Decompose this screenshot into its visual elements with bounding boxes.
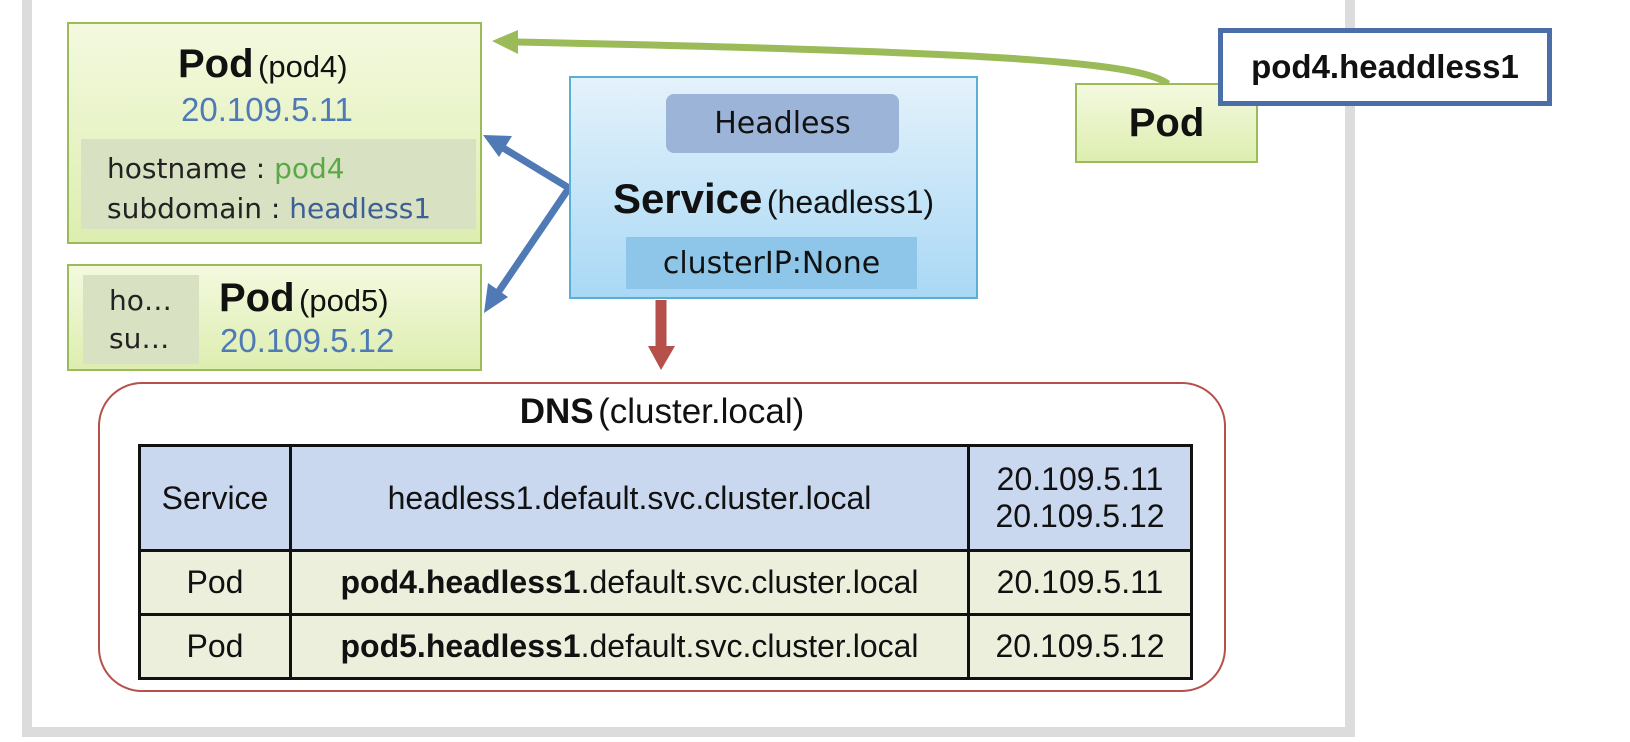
service-to-pod5-arrow — [494, 186, 572, 296]
record-type: Pod — [138, 613, 292, 680]
pod5-title-label: Pod — [219, 276, 295, 320]
service-title: Service (headless1) — [571, 175, 976, 223]
dns-title: DNS (cluster.local) — [100, 392, 1224, 432]
table-row: Pod pod5.headless1.default.svc.cluster.l… — [138, 613, 1193, 680]
pod5-ip: 20.109.5.12 — [220, 322, 395, 359]
pod5-info-box: ho… su… — [83, 275, 199, 364]
subdomain-value: headless1 — [289, 192, 432, 225]
service-to-dns-arrowhead — [648, 346, 675, 370]
service-to-pod4-arrowhead — [483, 135, 512, 157]
record-name: pod4.headless1.default.svc.cluster.local — [289, 549, 970, 616]
pod4-title-label: Pod — [178, 42, 254, 86]
record-name: headless1.default.svc.cluster.local — [289, 444, 970, 552]
record-name-rest: headless1.default.svc.cluster.local — [387, 479, 872, 516]
dns-records-table: Service headless1.default.svc.cluster.lo… — [138, 444, 1193, 680]
record-name-rest: .default.svc.cluster.local — [580, 628, 919, 664]
client-pod-label: Pod — [1128, 101, 1205, 145]
pod5-info-line1: ho… — [109, 284, 172, 317]
record-name: pod5.headless1.default.svc.cluster.local — [289, 613, 970, 680]
client-pod-box: Pod — [1075, 83, 1258, 163]
record-ip: 20.109.5.11 — [967, 549, 1193, 616]
record-ip: 20.109.5.11 20.109.5.12 — [967, 444, 1193, 552]
dns-query-callout: pod4.headdless1 — [1218, 28, 1552, 106]
pod5-box: ho… su… Pod (pod5) 20.109.5.12 — [67, 264, 482, 371]
pod4-info-box: hostname : pod4 subdomain : headless1 — [81, 139, 476, 229]
pod4-ip: 20.109.5.11 — [181, 91, 353, 128]
record-name-bold: pod4.headless1 — [340, 564, 581, 600]
pod5-name: (pod5) — [299, 283, 389, 318]
headless-tag: Headless — [666, 94, 899, 153]
dns-domain: (cluster.local) — [598, 392, 805, 431]
pod4-box: Pod (pod4) 20.109.5.11 hostname : pod4 s… — [67, 22, 482, 244]
record-ip-2: 20.109.5.12 — [995, 498, 1165, 534]
dns-title-label: DNS — [519, 392, 594, 431]
lookup-arrow — [515, 38, 1171, 87]
record-name-bold: pod5.headless1 — [340, 628, 581, 664]
dns-box: DNS (cluster.local) Service headless1.de… — [98, 382, 1226, 692]
cluster-ip-tag: clusterIP:None — [626, 237, 917, 289]
service-name: (headless1) — [766, 184, 935, 220]
record-type: Service — [138, 444, 292, 552]
hostname-label: hostname : — [107, 152, 275, 185]
pod5-info-line2: su… — [109, 322, 170, 355]
record-ip: 20.109.5.12 — [967, 613, 1193, 680]
table-row: Pod pod4.headless1.default.svc.cluster.l… — [138, 549, 1193, 616]
hostname-value: pod4 — [274, 152, 345, 185]
pod4-subdomain-line: subdomain : headless1 — [107, 189, 476, 229]
service-to-pod4-arrow — [498, 143, 571, 191]
service-to-pod5-arrowhead — [484, 283, 508, 313]
pod5-title: Pod (pod5) — [219, 276, 389, 321]
subdomain-label: subdomain : — [107, 192, 290, 225]
service-title-label: Service — [612, 175, 763, 222]
pod4-name: (pod4) — [258, 49, 348, 84]
pod4-title: Pod (pod4) — [178, 42, 348, 87]
pod4-hostname-line: hostname : pod4 — [107, 149, 476, 189]
record-ip-1: 20.109.5.11 — [996, 461, 1164, 497]
record-name-rest: .default.svc.cluster.local — [580, 564, 919, 600]
lookup-arrow-head — [492, 30, 518, 54]
service-box: Headless Service (headless1) clusterIP:N… — [569, 76, 978, 299]
table-row: Service headless1.default.svc.cluster.lo… — [138, 444, 1193, 552]
record-type: Pod — [138, 549, 292, 616]
